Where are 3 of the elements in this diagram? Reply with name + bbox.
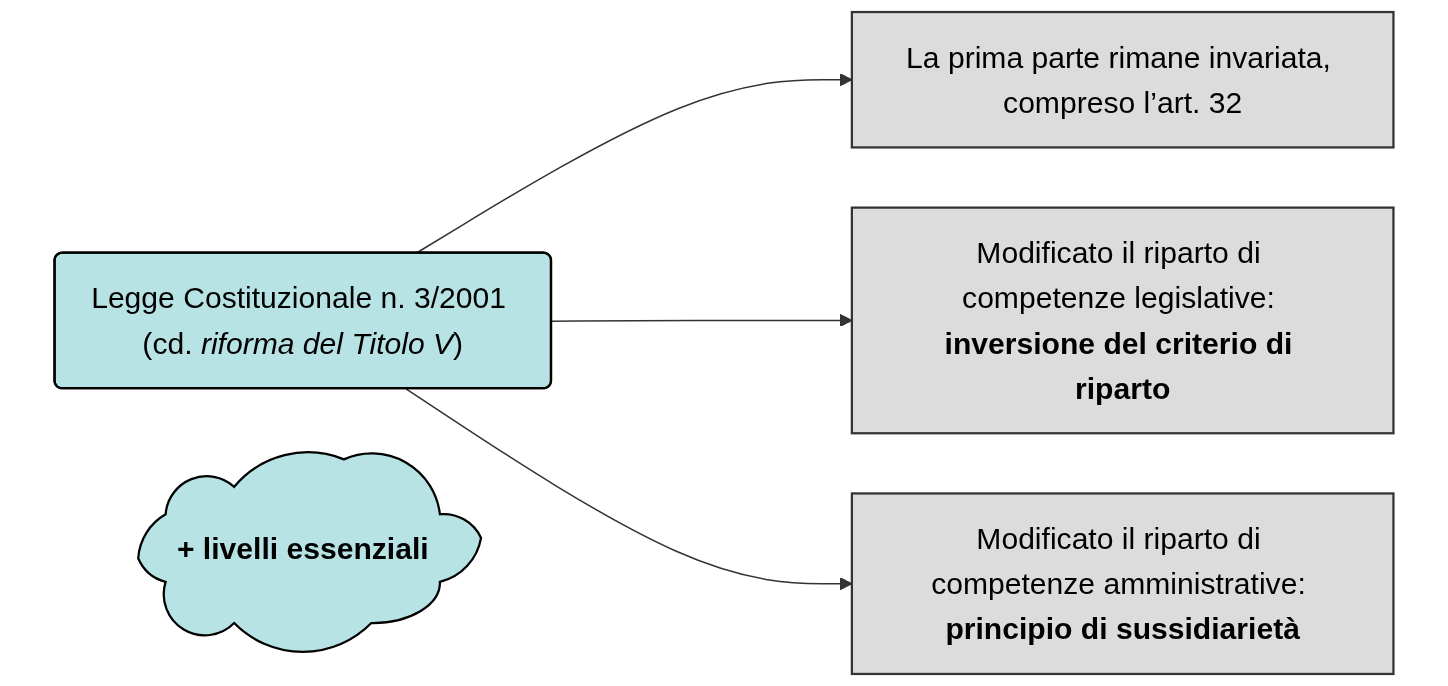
node-box: La prima parte rimane invariata, compreso l’art. 32 (850, 10, 1395, 149)
node-box: Modificato il riparto di competenze legislative: inversione del criterio di riparto (850, 206, 1395, 435)
node-box: Modificato il riparto di competenze amministrative: principio di sussidiarietà (850, 492, 1395, 676)
